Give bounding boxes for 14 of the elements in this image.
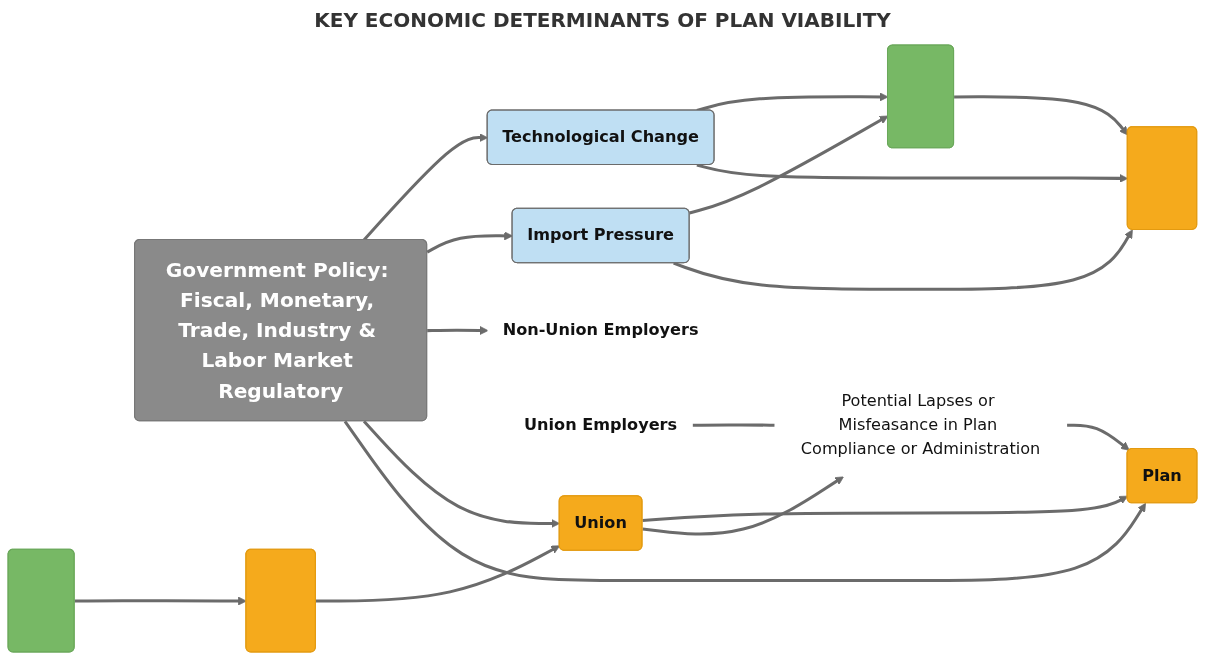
node-text: Potential Lapses or Misfeasance in Plan Compliance or Administration (800, 390, 1041, 459)
diagram-title: KEY ECONOMIC DETERMINANTS OF PLAN VIABILITY (313, 8, 892, 32)
arrow (673, 229, 1133, 291)
connector (692, 423, 775, 427)
arrow (315, 545, 561, 603)
arrow (343, 420, 1146, 582)
node-text: Union Employers (524, 414, 678, 434)
arrow (954, 95, 1129, 136)
arrow (642, 495, 1128, 523)
node-text: Non-Union Employers (502, 320, 699, 340)
arrow (642, 476, 844, 536)
arrow (427, 326, 489, 335)
arrow (1067, 423, 1130, 451)
arrow (426, 231, 513, 254)
